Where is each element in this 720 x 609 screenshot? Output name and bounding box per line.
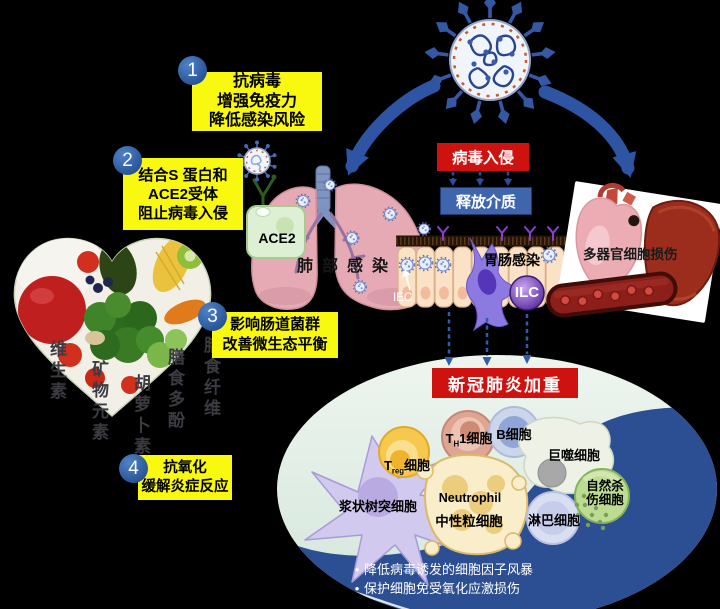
arrowheads-invasion (449, 179, 512, 186)
macrophage-label: 巨噬细胞 (547, 448, 600, 463)
coronavirus-icon (423, 0, 557, 126)
th1-label: TH1细胞 (445, 431, 493, 449)
step3-line1: 影响肠道菌群 (229, 316, 320, 333)
purple-receptors (437, 226, 559, 241)
lymphocyte-label: 淋巴细胞 (527, 513, 580, 528)
arrows-invasion-to-mediators (451, 172, 510, 180)
step3-number-badge: 3 (198, 302, 227, 331)
neutrophil-en-label: Neutrophil (438, 491, 502, 505)
step2-line2: ACE2受体 (147, 185, 218, 203)
ace2-label: ACE2 (258, 230, 296, 246)
bullet-1: • 降低病毒诱发的细胞因子风暴 (350, 560, 612, 579)
mushroom (85, 331, 105, 345)
step1-line3: 降低感染风险 (208, 112, 305, 130)
step4-number-badge: 4 (119, 454, 148, 483)
step2-line3: 阻止病毒入侵 (137, 204, 228, 222)
bullet-marker: • (354, 562, 360, 577)
iec-pointer-arrow (402, 269, 411, 291)
blueberries (85, 275, 113, 293)
bullet-marker: • (354, 581, 360, 596)
multi-organ-damage-label: 多器官细胞损伤 (583, 247, 678, 262)
arrows-to-outcome (444, 312, 532, 366)
covid-aggravation-box: 新冠肺炎加重 (432, 368, 578, 398)
step1-line1: 抗病毒 (232, 73, 281, 91)
step2-box: 结合S 蛋白和 ACE2受体 阻止病毒入侵 (123, 158, 243, 230)
step2-number-badge: 2 (113, 146, 142, 175)
lettuce (147, 342, 173, 368)
release-mediators-box: 释放介质 (440, 187, 532, 215)
gi-infection-label: 胃肠感染 (484, 252, 540, 268)
nutrient-vitamins: 维生素 (47, 340, 66, 403)
step3-line2: 改善微生态平衡 (222, 336, 328, 353)
nk-cell (574, 468, 630, 531)
nutrient-minerals: 矿物元素 (89, 360, 108, 444)
ace2-receptor-illustration (236, 139, 306, 259)
step3-box: 影响肠道菌群 改善微生态平衡 (212, 312, 338, 358)
arrow-virus-to-lungs (345, 79, 441, 176)
virus-invasion-box: 病毒入侵 (437, 143, 529, 171)
nutrient-carotene: 胡萝卜素 (131, 374, 150, 458)
neutrophil-zh-label: 中性粒细胞 (435, 514, 503, 529)
iec-label: IEC (393, 292, 413, 304)
nk-cell-label: 自然杀 伤细胞 (586, 479, 624, 507)
step4-line2: 缓解炎症反应 (141, 478, 229, 495)
neutrophil-cell (416, 453, 529, 556)
step1-line2: 增强免疫力 (216, 92, 297, 110)
treg-cell (378, 426, 430, 478)
step1-number-badge: 1 (178, 56, 207, 85)
small-virus-icon (236, 139, 278, 183)
vegetable-heart (13, 237, 212, 418)
b-cell-label: B细胞 (496, 427, 532, 442)
step4-box: 抗氧化 缓解炎症反应 (138, 455, 232, 500)
carrot (164, 299, 206, 325)
blood-vessel (546, 271, 678, 318)
tomato (77, 251, 99, 273)
treg-label: Treg细胞 (383, 458, 431, 476)
arrow-virus-to-organs (538, 85, 637, 179)
step4-line1: 抗氧化 (163, 459, 207, 476)
gut-dendritic-cell (466, 237, 515, 332)
nutrient-polyphenols: 膳食多酚 (165, 348, 184, 432)
broccoli (84, 292, 164, 363)
lymphocyte-cell (526, 491, 580, 545)
pdc-label: 浆状树突细胞 (338, 499, 417, 514)
step1-box: 抗病毒 增强免疫力 降低感染风险 (192, 72, 322, 131)
ilc-cell (509, 275, 545, 311)
ilc-label: ILC (514, 284, 540, 301)
bullet-2: • 保护细胞免受氧化应激损伤 (350, 579, 612, 598)
apple (18, 276, 86, 344)
step2-line1: 结合S 蛋白和 (138, 166, 228, 184)
lung-infection-label: 肺部感染 (297, 258, 398, 275)
outcome-bullets: • 降低病毒诱发的细胞因子风暴 • 保护细胞免受氧化应激损伤 (350, 560, 612, 598)
